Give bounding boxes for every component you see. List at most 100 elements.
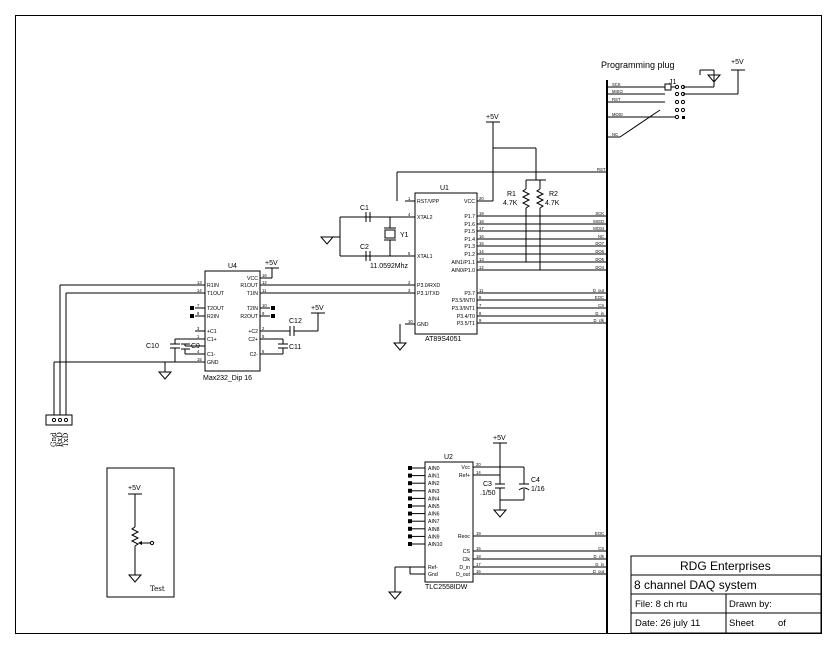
net-label-eoc: EOC: [595, 295, 604, 300]
u4-pin-num: 1: [197, 334, 200, 339]
c11-ref: C11: [289, 344, 301, 351]
u1-pin-num: 8: [479, 311, 482, 316]
u1-pin-p3-0-rxd: P3.0/RXD: [417, 283, 440, 289]
programming-plug: Programming plug J1 +5V SCK MISO RST: [601, 59, 745, 138]
u1-pin-num: 16: [479, 234, 484, 239]
u4-pin--c2: +C2: [248, 329, 258, 335]
u1-pin-xtal1: XTAL1: [417, 254, 433, 260]
u2-pin-num: 20: [476, 462, 481, 467]
u4-part: Max232_Dip 16: [203, 375, 252, 382]
u1-ref: U1: [440, 185, 449, 192]
c3-value: .1/50: [480, 490, 496, 497]
u4-pin-t1out: T1OUT: [207, 291, 225, 297]
u1-pin-p3-4-t0: P3.4/T0: [457, 314, 475, 320]
u1-body: [414, 192, 478, 335]
u4-pin-c1-: C1+: [207, 337, 217, 343]
net-label-do7: DO7: [595, 241, 604, 246]
u4-body: [204, 270, 261, 372]
sheet-border: [15, 15, 822, 634]
u4-pin-num: 16: [262, 273, 267, 278]
u4-pin-gnd: GND: [207, 360, 219, 366]
net-label-d_out: D_out: [593, 569, 605, 574]
test-block: +5V Test: [106, 467, 175, 598]
u2-pin-ain7: AIN7: [428, 519, 440, 525]
u4-pin-r1in: R1IN: [207, 283, 219, 289]
u4-pin-num: 15: [197, 357, 202, 362]
u4-pin-num: 5: [262, 334, 265, 339]
c10-ref: C10: [146, 343, 159, 350]
u1-pin-num: 2: [408, 280, 411, 285]
r1-ref: R1: [507, 191, 516, 198]
u2-pin-ref-: Ref-: [428, 565, 438, 571]
u2-pin-vcc: Vcc: [461, 465, 470, 471]
u2-pin-cs: CS: [463, 549, 471, 555]
net-label-mosi: MOSI: [593, 226, 604, 231]
r2-value: 4.7K: [545, 200, 560, 207]
serial-connector: Gnd RxD TxD: [45, 414, 73, 447]
u2-pin-reoc: Reoc: [458, 534, 471, 540]
pullup-resistors: R1 4.7K R2 4.7K: [503, 179, 560, 270]
u2-ref: U2: [444, 454, 453, 461]
y1-ref: Y1: [400, 232, 409, 239]
u1-pin-num: 10: [408, 319, 413, 324]
u4-pin-c1-: C1-: [207, 352, 216, 358]
u1-pin-num: 12: [479, 265, 484, 270]
net-label-d_clk: D_clk: [594, 554, 605, 559]
u2-pin-d-out: D_out: [456, 572, 470, 578]
programming-power-label: +5V: [731, 59, 744, 66]
u1-pin-p1-6: P1.6: [464, 222, 475, 228]
u2-pin-gnd: Gnd: [428, 572, 438, 578]
test-box: [106, 467, 175, 598]
title-date: Date: 26 july 11: [635, 618, 700, 629]
u1-pin-p1-4: P1.4: [464, 237, 475, 243]
u1-pin-num: 20: [479, 196, 484, 201]
u4-pin-num: 2: [262, 326, 265, 331]
u1-pin-num: 15: [479, 241, 484, 246]
r1-value: 4.7K: [503, 200, 518, 207]
u4-pin-num: 4: [197, 349, 200, 354]
u2-pin-num: 18: [476, 554, 481, 559]
net-label-d_in: D_in: [595, 562, 604, 567]
connector-rxd: RxD: [56, 432, 64, 447]
u2-pin-ain3: AIN3: [428, 489, 440, 495]
u1-pin-p3-5-t1: P3.5/T1: [457, 321, 475, 327]
net-label-cs: CS: [598, 303, 604, 308]
u1-pin-num: 19: [479, 211, 484, 216]
u4-pin-num: 9: [262, 311, 265, 316]
u2-pin-num: 15: [476, 546, 481, 551]
u1-pin-num: 3: [408, 288, 411, 293]
connector-txd: TxD: [62, 432, 70, 447]
u2-pin-ain4: AIN4: [428, 496, 440, 502]
test-power-label: +5V: [128, 485, 141, 492]
u4-pin-vcc: VCC: [247, 276, 258, 282]
u4-pin-c2-: C2-: [250, 352, 259, 358]
u4-pin-r2in: R2IN: [207, 314, 219, 320]
u2-power-label: +5V: [493, 435, 506, 442]
c12-ref: C12: [289, 318, 302, 325]
net-rst-label: RST: [597, 167, 606, 172]
u4-pin-t2out: T2OUT: [207, 306, 225, 312]
u1-pin-ain1-p1-1: AIN1/P1.1: [451, 260, 475, 266]
net-label-miso: MISO: [593, 219, 604, 224]
c3-ref: C3: [483, 481, 492, 488]
u1-pin-p1-2: P1.2: [464, 252, 475, 258]
u2-pin-clk: Clk: [463, 557, 471, 563]
u2-pin-ain5: AIN5: [428, 504, 440, 510]
u1-microcontroller: U1 AT89S4051 RST/VPP1XTAL24XTAL15P3.0/RX…: [392, 114, 607, 351]
net-label-do5: DO5: [595, 257, 604, 262]
u4-ref: U4: [228, 263, 237, 270]
u1-pin-rst-vpp: RST/VPP: [417, 199, 440, 205]
c1-ref: C1: [360, 205, 369, 212]
title-of: of: [778, 618, 786, 629]
u2-pin-ain1: AIN1: [428, 474, 440, 480]
u2-adc: U2 TLC2558IDW AIN0AIN1AIN2AIN3AIN4AIN5AI…: [387, 435, 607, 600]
net-sck: SCK: [612, 82, 621, 87]
c9-ref: C9: [191, 343, 200, 350]
u1-pin-p3-1-txd: P3.1/TXD: [417, 291, 440, 297]
u1-pin-vcc: VCC: [464, 199, 475, 205]
u4-pin-num: 7: [197, 303, 200, 308]
crystal-value: 11.0592Mhz: [370, 263, 409, 270]
u2-pin-num: 17: [476, 562, 481, 567]
